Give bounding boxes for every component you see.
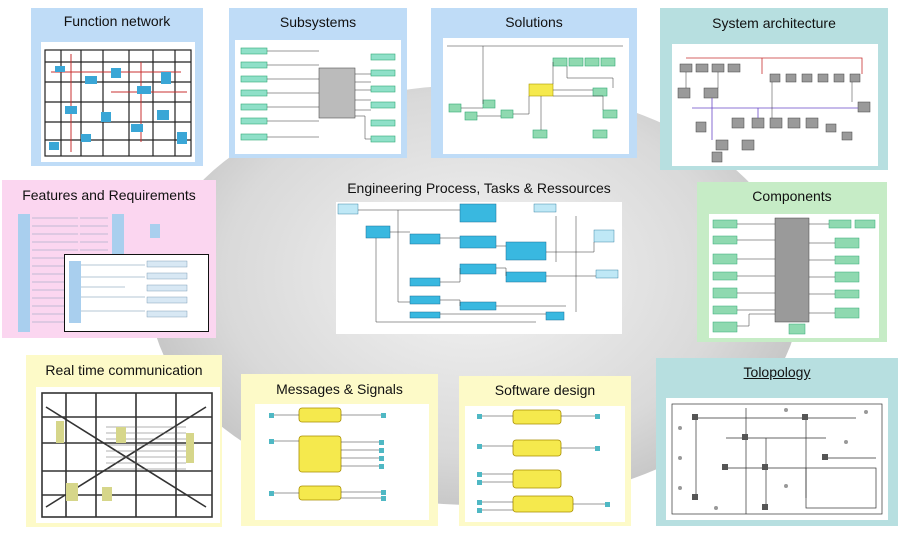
- messages-diagram: [255, 404, 429, 520]
- panel-software-design[interactable]: Software design: [459, 376, 631, 526]
- engineering-process-graphic: [337, 203, 619, 323]
- features-list-diagram: [18, 214, 164, 332]
- panel-realtime-communication[interactable]: Real time communication: [26, 355, 222, 527]
- subsystems-graphic: [240, 47, 396, 143]
- function-network-diagram: [41, 42, 195, 162]
- subsystems-diagram: [235, 40, 401, 154]
- panel-title: Engineering Process, Tasks & Ressources: [347, 180, 611, 196]
- features-graphic: [18, 214, 160, 332]
- panel-title: Tolopology: [743, 364, 811, 380]
- panel-components[interactable]: Components: [697, 182, 887, 342]
- messages-graphic: [269, 407, 386, 501]
- panel-title: Solutions: [505, 14, 563, 30]
- topology-graphic: [671, 403, 883, 515]
- panel-solutions[interactable]: Solutions: [431, 8, 637, 158]
- panel-engineering-process[interactable]: Engineering Process, Tasks & Ressources: [334, 178, 624, 336]
- system-architecture-diagram: [672, 44, 878, 166]
- components-graphic: [712, 217, 876, 335]
- panel-title: Components: [752, 188, 832, 204]
- panel-function-network[interactable]: Function network: [31, 8, 203, 166]
- panel-features-requirements[interactable]: Features and Requirements: [2, 180, 216, 338]
- requirements-detail-diagram: [64, 254, 209, 332]
- software-design-graphic: [477, 409, 610, 513]
- panel-title: Features and Requirements: [22, 187, 196, 203]
- topology-diagram: [666, 398, 888, 520]
- realtime-graphic: [41, 392, 213, 518]
- panel-title: Messages & Signals: [276, 381, 403, 397]
- realtime-diagram: [36, 387, 220, 523]
- solutions-diagram: [443, 38, 629, 154]
- panel-system-architecture[interactable]: System architecture: [660, 8, 888, 170]
- panel-title: Function network: [63, 13, 171, 29]
- panel-messages-signals[interactable]: Messages & Signals: [241, 374, 438, 526]
- panel-title: System architecture: [712, 15, 836, 31]
- components-diagram: [709, 214, 879, 338]
- software-design-diagram: [465, 406, 625, 522]
- panel-topology[interactable]: Tolopology: [656, 358, 898, 526]
- engineering-process-diagram: [336, 202, 622, 334]
- requirements-graphic: [69, 260, 188, 323]
- solutions-graphic: [447, 45, 623, 139]
- panel-title: Subsystems: [279, 14, 357, 30]
- system-architecture-graphic: [677, 57, 871, 163]
- panel-title: Real time communication: [45, 362, 203, 378]
- panel-title: Software design: [494, 382, 596, 398]
- function-network-graphic: [44, 49, 192, 157]
- panel-subsystems[interactable]: Subsystems: [229, 8, 407, 158]
